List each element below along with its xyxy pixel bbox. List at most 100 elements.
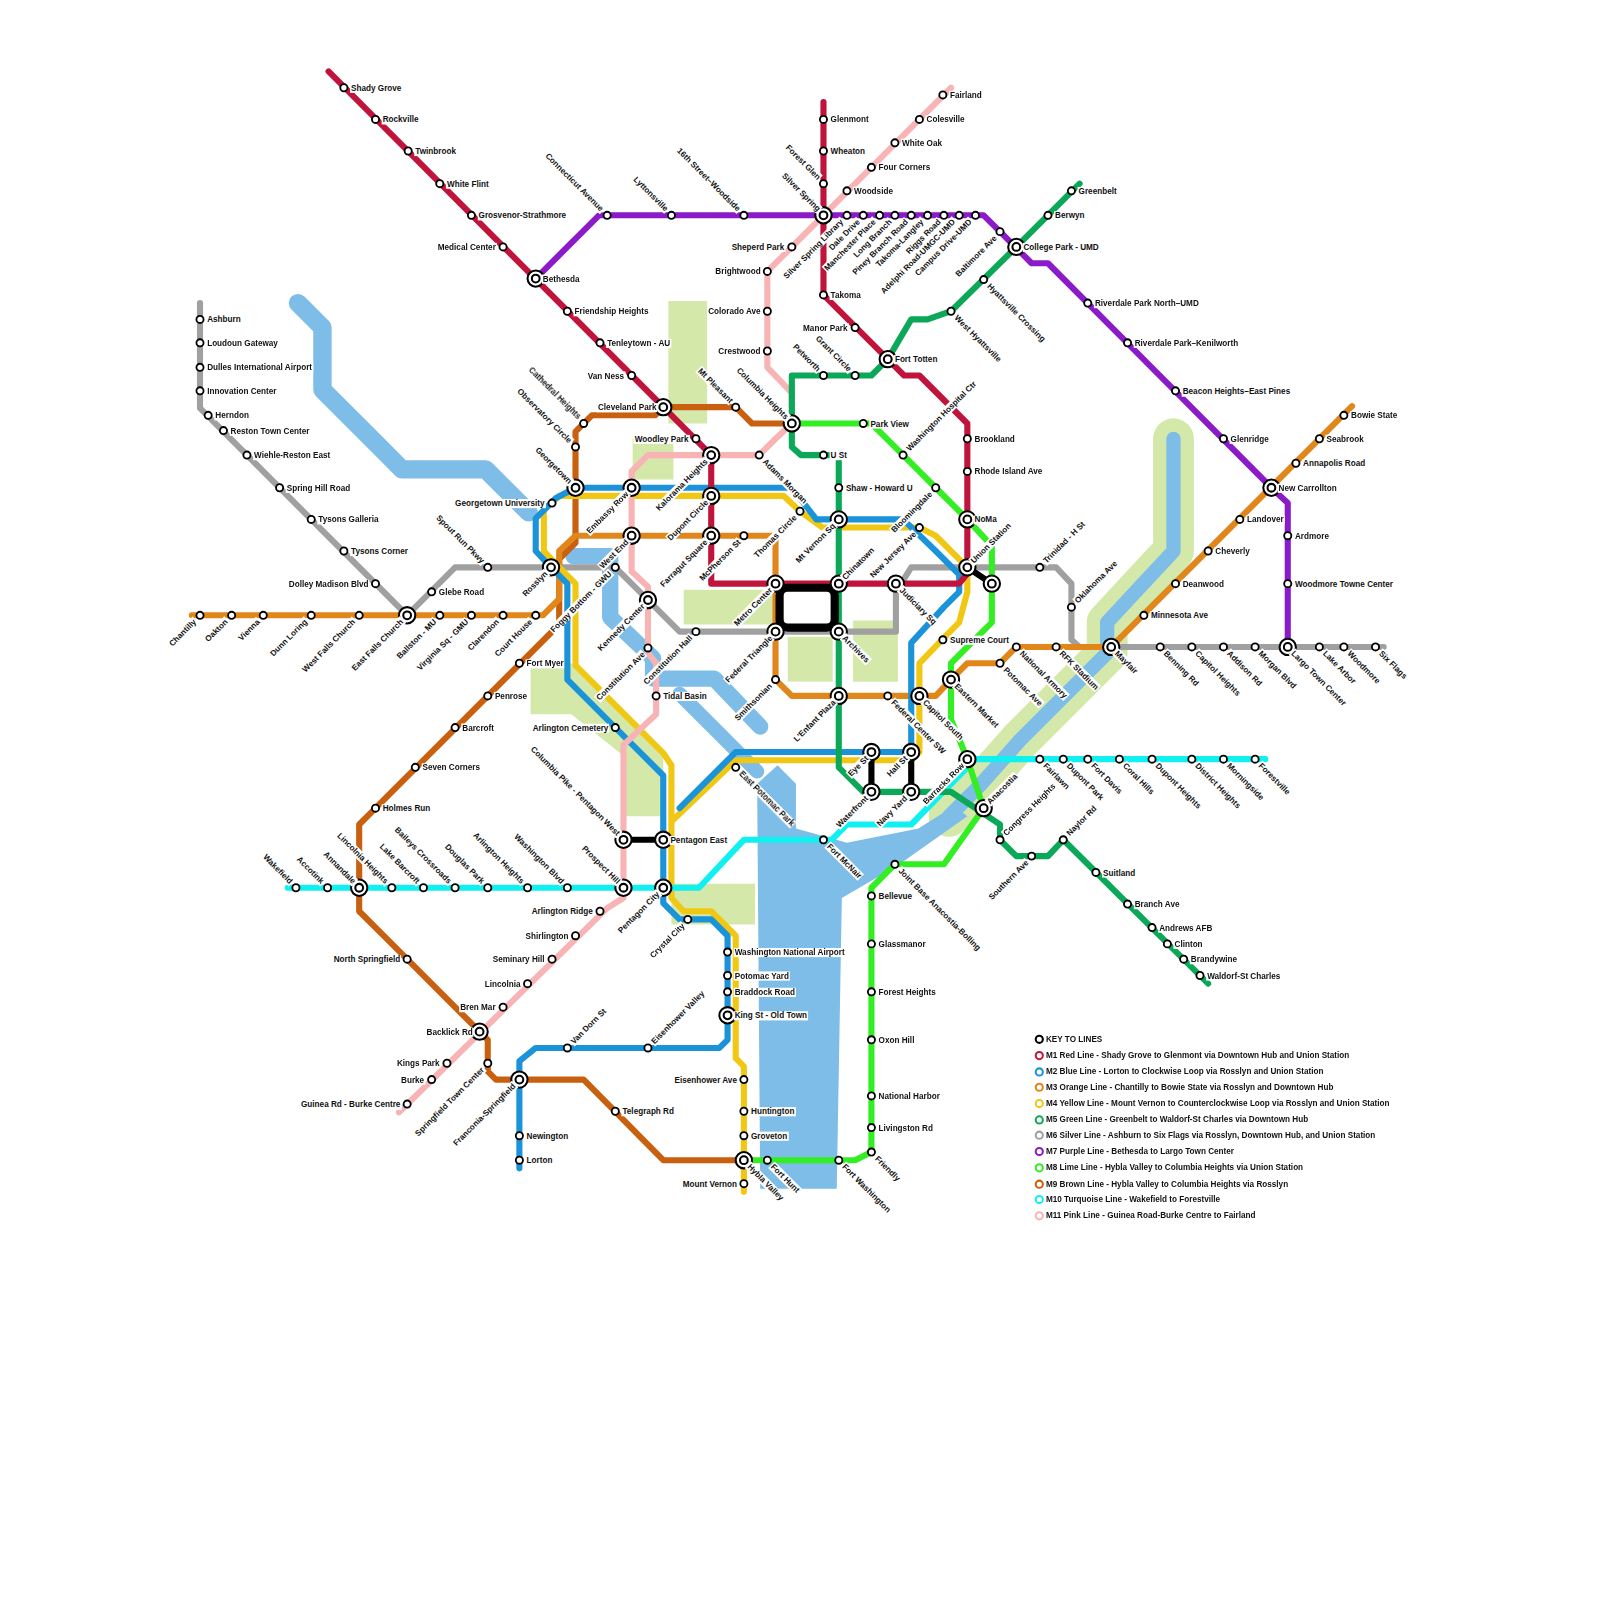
river [298, 303, 529, 512]
station-dot [564, 308, 571, 315]
station-dot [956, 212, 963, 219]
legend-row: M7 Purple Line - Bethesda to Largo Town … [1035, 1144, 1390, 1160]
station-dot [484, 884, 491, 891]
station-dot [1053, 643, 1060, 650]
station-label: Eisenhower Ave [673, 1075, 738, 1084]
station-dot [644, 1044, 651, 1051]
station-label: Reston Town Center [230, 426, 311, 435]
station-label: Tenleytown - AU [606, 338, 671, 347]
station-dot [1340, 643, 1347, 650]
station-dot [620, 836, 628, 844]
station-dot [1124, 901, 1131, 908]
station-label: Berwyn [1054, 211, 1086, 220]
station-label: Hall St [884, 753, 910, 779]
station-label: Arlington Cemetery [532, 723, 610, 732]
station-dot [532, 275, 540, 283]
station-dot [628, 532, 636, 540]
station-dot [963, 516, 971, 524]
station-dot [516, 1076, 524, 1084]
station-dot [499, 243, 506, 250]
interchange-ring [655, 399, 671, 415]
legend-swatch [1035, 1115, 1044, 1124]
station-dot [1292, 460, 1299, 467]
legend-swatch [1035, 1179, 1044, 1188]
station-label: Twinbrook [414, 146, 457, 155]
station-dot [1148, 924, 1155, 931]
turquoise-line [288, 759, 1266, 888]
station-dot [796, 508, 803, 515]
station-label: Naylor Rd [1064, 803, 1099, 838]
station-dot [740, 212, 747, 219]
station-dot [740, 1132, 747, 1139]
station-dot [1044, 212, 1051, 219]
station-label: Suitland [1102, 868, 1136, 877]
station-dot [860, 212, 867, 219]
station-label: Coral Hills [1120, 760, 1156, 796]
station-dot [835, 628, 843, 636]
station-dot [740, 1108, 747, 1115]
station-dot [572, 484, 580, 492]
station-dot [692, 435, 699, 442]
station-label: Friendship Heights [573, 307, 649, 316]
transfer-loop [780, 588, 835, 628]
station-dot [196, 339, 203, 346]
station-dot [939, 91, 946, 98]
station-label: Minnesota Ave [1150, 611, 1209, 620]
station-dot [1340, 412, 1347, 419]
legend-text: M10 Turquoise Line - Wakefield to Forest… [1046, 1195, 1220, 1204]
station-dot [620, 884, 628, 892]
station-dot [764, 347, 771, 354]
legend-swatch [1035, 1083, 1044, 1092]
station-dot [1013, 643, 1020, 650]
station-dot [596, 339, 603, 346]
station-dot [196, 364, 203, 371]
station-dot [820, 147, 827, 154]
station-label: Burke [400, 1075, 425, 1084]
station-dot [1116, 756, 1123, 763]
station-label: Andrews AFB [1158, 923, 1213, 932]
station-dot [499, 1004, 506, 1011]
station-dot [820, 116, 827, 123]
station-dot [947, 308, 954, 315]
station-dot [764, 268, 771, 275]
station-label: Glebe Road [438, 587, 485, 596]
station-dot [612, 1108, 619, 1115]
station-label: Woodmore Towne Center [1294, 579, 1394, 588]
station-dot [452, 724, 459, 731]
station-dot [1196, 972, 1203, 979]
station-dot [196, 612, 203, 619]
station-dot [1284, 532, 1291, 539]
station-dot [403, 611, 411, 619]
station-label: Deanwood [1182, 579, 1225, 588]
station-dot [916, 524, 923, 531]
station-label: Huntington [750, 1107, 796, 1116]
station-dot [524, 884, 531, 891]
legend-swatch [1035, 1051, 1044, 1060]
station-dot [772, 580, 780, 588]
station-label: King St - Old Town [734, 1011, 808, 1020]
station-dot [868, 164, 875, 171]
station-dot [1188, 756, 1195, 763]
station-label: Baileys Crossroads [392, 825, 454, 887]
station-label: Four Corners [878, 163, 932, 172]
metro-lines [192, 71, 1384, 1191]
station-dot [724, 948, 731, 955]
station-dot [659, 836, 667, 844]
station-dot [868, 940, 875, 947]
station-label: Cathedral Heights [526, 365, 583, 422]
station-dot [548, 499, 555, 506]
station-dot [1092, 869, 1099, 876]
station-label: Columbia Pike - Pentagon West [528, 744, 622, 838]
legend-swatch [1035, 1147, 1044, 1156]
station-label: Braddock Road [734, 987, 796, 996]
station-label: Fairland [949, 90, 983, 99]
station-dot [644, 644, 651, 651]
station-dot [724, 1011, 732, 1019]
station-dot [724, 972, 731, 979]
legend-row: M6 Silver Line - Ashburn to Six Flags vi… [1035, 1128, 1390, 1144]
station-dot [788, 420, 796, 428]
station-dot [907, 788, 915, 796]
station-label: Grosvenor-Strathmore [478, 211, 568, 220]
station-dot [1316, 643, 1323, 650]
station-label: Chantilly [166, 616, 198, 648]
